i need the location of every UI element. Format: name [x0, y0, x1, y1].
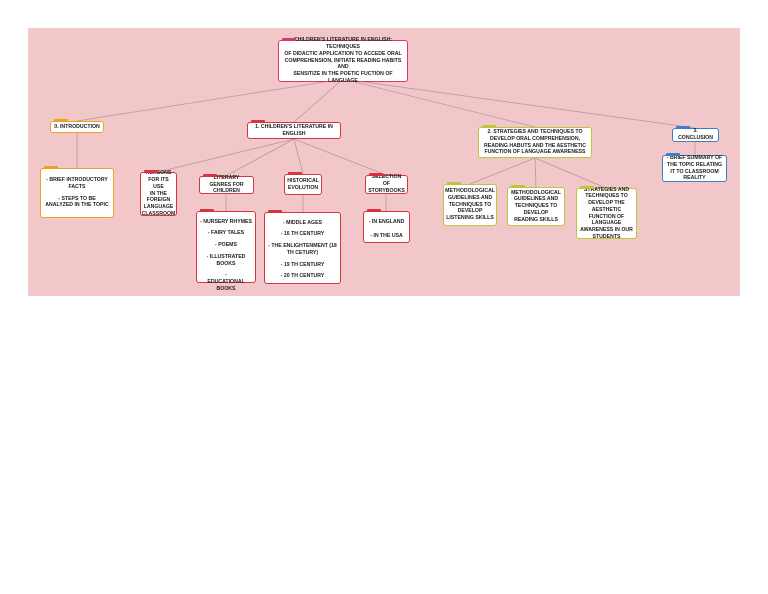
- history-item: - 19 TH CENTURY: [280, 261, 325, 268]
- node-tab: [482, 125, 496, 128]
- reasons-line: IN THE: [149, 190, 167, 197]
- chapter-1-title: 1. CHILDREN'S LITERATURE IN ENGLISH: [255, 123, 333, 137]
- node-tab: [54, 119, 68, 122]
- introduction-node[interactable]: 0. INTRODUCTION: [50, 119, 104, 133]
- chapter-2-node[interactable]: 2. STRATEGIES AND TECHNIQUES TO DEVELOP …: [478, 125, 592, 158]
- node-tab: [369, 173, 383, 176]
- selection-item: - IN ENGLAND: [368, 218, 405, 225]
- genre-item: -EDUCATIONAL BOOKS: [207, 272, 245, 292]
- node-tab: [268, 210, 282, 213]
- reading-skills-node[interactable]: METHODOLOGICAL GUIDELINES AND TECHNIQUES…: [507, 185, 565, 226]
- history-item: - MIDDLE AGES: [282, 219, 322, 226]
- genre-item: - POEMS: [215, 242, 237, 248]
- reasons-node[interactable]: REASONS FOR ITS USE IN THE FOREIGN LANGU…: [140, 170, 177, 217]
- reasons-line: CLASSROOM: [141, 210, 176, 217]
- aesthetic-function-text: STRATEGIES AND TECHNIQUES TO DEVELOP THE…: [580, 186, 633, 240]
- node-tab: [447, 182, 461, 185]
- node-tab: [676, 126, 690, 129]
- central-topic-line: CHILDREN'S LITERATURE IN ENGLISH: TECHNI…: [293, 37, 393, 51]
- reasons-line: REASONS: [145, 170, 172, 177]
- conclusion-title: 3. CONCLUSION: [678, 128, 713, 141]
- node-tab: [203, 174, 217, 177]
- genre-item: - NURSERY RHYMES: [200, 218, 252, 225]
- literary-genres-list-node[interactable]: - NURSERY RHYMES - FAIRY TALES - POEMS -…: [196, 209, 256, 292]
- history-item: - THE ENLIGHTENMENT (18 TH CETURY): [268, 243, 337, 256]
- historical-evolution-node[interactable]: HISTORICAL EVOLUTION: [284, 172, 322, 195]
- reasons-line: LANGUAGE: [143, 204, 174, 211]
- reasons-line: FOREIGN: [146, 197, 171, 204]
- reasons-line: FOR ITS USE: [148, 177, 169, 190]
- historical-evolution-title: HISTORICAL EVOLUTION: [287, 177, 319, 191]
- listening-skills-text: METHODOLOGICAL GUIDELINES AND TECHNIQUES…: [445, 188, 495, 222]
- storybook-selection-list-node[interactable]: - IN ENGLAND - IN THE USA: [363, 209, 410, 243]
- node-tab: [367, 209, 381, 212]
- node-tab: [288, 172, 302, 175]
- central-topic-line: SENSITIZE IN THE POETIC FUCTION OF LANGU…: [293, 71, 393, 84]
- node-tab: [200, 209, 214, 212]
- central-topic-line: COMPREHENSION, INITIATE READING HABITS A…: [284, 57, 402, 71]
- chapter-1-node[interactable]: 1. CHILDREN'S LITERATURE IN ENGLISH: [247, 120, 341, 139]
- listening-skills-node[interactable]: METHODOLOGICAL GUIDELINES AND TECHNIQUES…: [443, 182, 497, 226]
- node-tab: [282, 38, 296, 41]
- history-item: - 16 TH CENTURY: [280, 231, 325, 238]
- storybook-selection-title: SELECTION OF STORYBOOKS: [368, 174, 405, 194]
- aesthetic-function-node[interactable]: STRATEGIES AND TECHNIQUES TO DEVELOP THE…: [576, 186, 637, 240]
- introduction-details-node[interactable]: - BRIEF INTRODUCTORY FACTS - STEPS TO BE…: [40, 166, 114, 218]
- node-tab: [44, 166, 58, 169]
- introduction-title: 0. INTRODUCTION: [54, 123, 100, 130]
- node-tab: [666, 153, 680, 156]
- conclusion-summary-text: - BRIEF SUMMARY OF THE TOPIC RELATING IT…: [666, 155, 723, 182]
- node-tab: [580, 186, 594, 189]
- introduction-item: - BRIEF INTRODUCTORY FACTS: [46, 177, 108, 190]
- conclusion-node[interactable]: 3. CONCLUSION: [672, 126, 719, 142]
- node-tab: [144, 170, 158, 173]
- genre-item: - ILLUSTRATED BOOKS: [206, 253, 246, 267]
- literary-genres-title: LITERARY GENRES FOR CHILDREN: [209, 174, 244, 195]
- node-tab: [511, 185, 525, 188]
- genre-item: - FAIRY TALES: [207, 230, 245, 237]
- conclusion-summary-node[interactable]: - BRIEF SUMMARY OF THE TOPIC RELATING IT…: [662, 153, 727, 182]
- central-topic-line: OF DIDACTIC APPLICATION TO ACCEDE ORAL: [284, 50, 402, 57]
- node-tab: [251, 120, 265, 123]
- chapter-2-title: 2. STRATEGIES AND TECHNIQUES TO DEVELOP …: [484, 129, 586, 156]
- reading-skills-text: METHODOLOGICAL GUIDELINES AND TECHNIQUES…: [511, 189, 561, 223]
- historical-evolution-list-node[interactable]: - MIDDLE AGES - 16 TH CENTURY - THE ENLI…: [264, 210, 341, 284]
- introduction-item: - STEPS TO BE ANALYZED IN THE TOPIC: [45, 195, 109, 209]
- storybook-selection-node[interactable]: SELECTION OF STORYBOOKS: [365, 173, 408, 194]
- literary-genres-node[interactable]: LITERARY GENRES FOR CHILDREN: [199, 174, 254, 195]
- selection-item: - IN THE USA: [370, 232, 403, 239]
- history-item: - 20 TH CENTURY: [280, 273, 325, 280]
- central-topic-node[interactable]: CHILDREN'S LITERATURE IN ENGLISH: TECHNI…: [278, 37, 408, 84]
